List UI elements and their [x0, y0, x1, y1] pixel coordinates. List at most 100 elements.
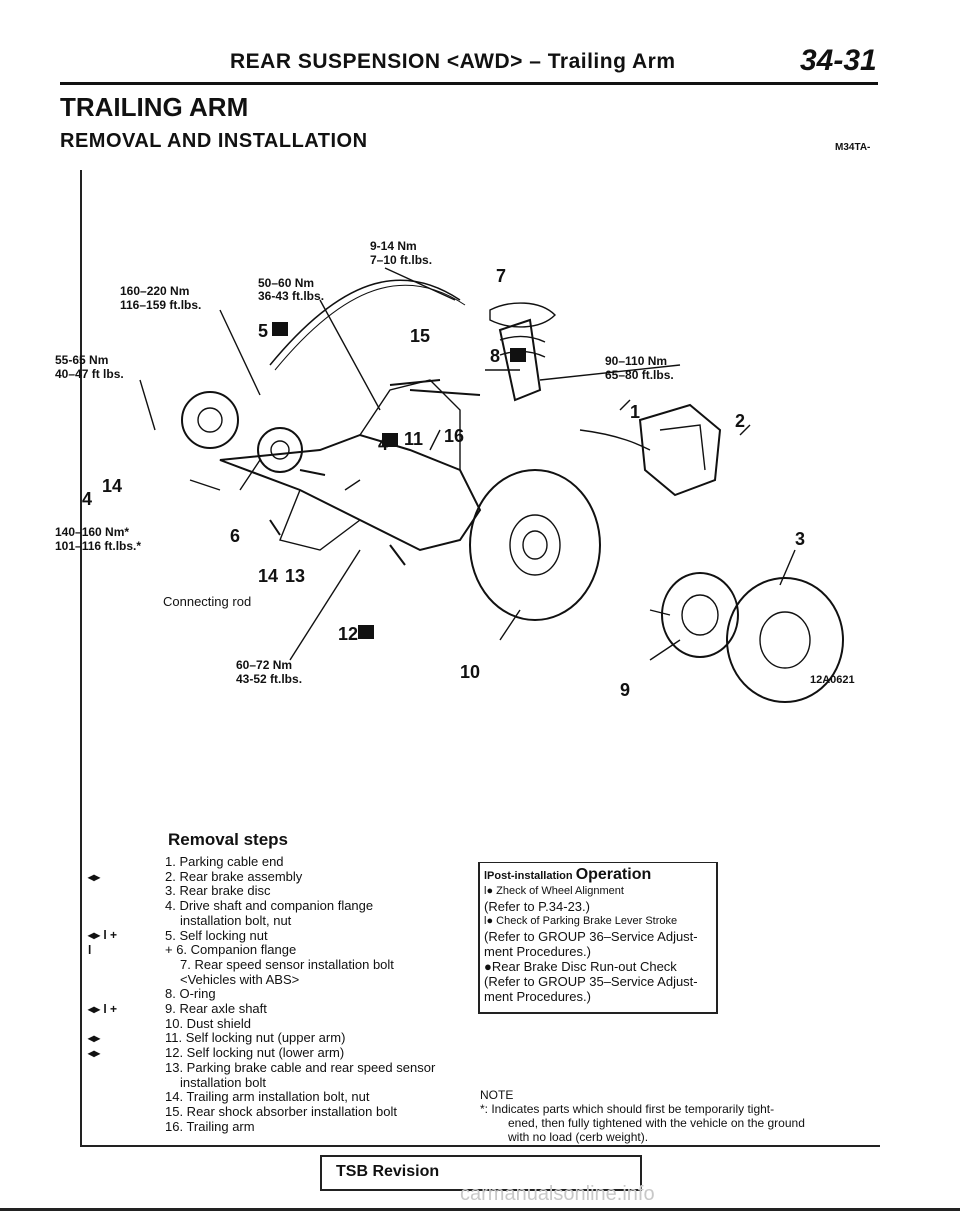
torque-label: 60–72 Nm: [236, 658, 292, 672]
header-rule: [60, 82, 878, 85]
n-marker-icon: [272, 322, 288, 336]
post-installation-title: lPost-installation Operation: [484, 867, 712, 884]
hub-shape: [661, 572, 739, 658]
callout-number: 8: [490, 346, 500, 366]
callout-number: 12: [338, 624, 358, 644]
post-installation-box: lPost-installation Operation l● Zheck of…: [478, 862, 718, 1014]
list-item: 3. Rear brake disc: [165, 883, 271, 899]
list-item: 14. Trailing arm installation bolt, nut: [165, 1089, 370, 1105]
n-marker-icon: [382, 433, 398, 447]
list-item: 8. O-ring: [165, 986, 216, 1002]
list-item: + 6. Companion flange: [165, 942, 297, 958]
torque-label: 90–110 Nm: [605, 354, 667, 368]
torque-label: 55-65 Nm: [55, 353, 108, 367]
callout-number: 3: [795, 529, 805, 549]
torque-label: 116–159 ft.lbs.: [120, 298, 201, 312]
callout-number: 9: [620, 680, 630, 700]
dust-shield-shape: [469, 469, 601, 621]
section-title: TRAILING ARM: [60, 92, 249, 122]
brake-caliper-shape: [638, 403, 722, 497]
note-line: ened, then fully tightened with the vehi…: [508, 1116, 805, 1130]
callout-number: 7: [496, 266, 506, 286]
left-border-line: [80, 170, 82, 1145]
callout-number: 5: [258, 321, 268, 341]
list-item: 4. Drive shaft and companion flange: [165, 898, 374, 914]
torque-label: 36-43 ft.lbs.: [258, 289, 324, 303]
step-mark: [88, 973, 163, 988]
step-mark: [88, 987, 163, 1002]
step-mark: ◂▸: [88, 869, 101, 884]
list-item: (Refer to GROUP 35–Service Adjust-: [484, 974, 698, 989]
list-item: 10. Dust shield: [165, 1015, 251, 1031]
torque-label: 40–47 ft lbs.: [55, 367, 124, 381]
list-item: 15. Rear shock absorber installation bol…: [165, 1103, 397, 1119]
n-marker-icon: [358, 625, 374, 639]
post-installation-prefix: lPost-installation: [484, 870, 573, 882]
section-code: M34TA-: [835, 142, 871, 153]
list-item: ment Procedures.): [484, 944, 591, 959]
torque-label: 9-14 Nm: [370, 239, 417, 253]
callout-number: 11: [404, 429, 423, 449]
note-block: NOTE *: Indicates parts which should fir…: [480, 1088, 880, 1144]
list-item: 16. Trailing arm: [165, 1118, 255, 1134]
callout-number: 14: [258, 566, 278, 586]
bottom-border-line: [80, 1145, 880, 1147]
torque-label: 7–10 ft.lbs.: [370, 253, 432, 267]
trailing-arm-shape: [219, 433, 482, 552]
torque-label: 50–60 Nm: [258, 276, 314, 290]
torque-label: 140–160 Nm*: [55, 525, 129, 539]
list-item: 2. Rear brake assembly: [165, 868, 303, 884]
callout-number: 1: [630, 402, 640, 422]
callout-number: 2: [735, 411, 745, 431]
callout-number: 6: [230, 526, 240, 546]
step-mark: [88, 855, 163, 870]
callout-number: 16: [444, 426, 464, 446]
list-item: <Vehicles with ABS>: [180, 971, 300, 987]
step-mark: ◂▸ l +: [88, 1001, 118, 1016]
step-mark: [88, 914, 163, 929]
step-mark: [88, 899, 163, 914]
removal-steps-title: Removal steps: [168, 830, 288, 849]
sub-title: REMOVAL AND INSTALLATION: [60, 130, 368, 152]
step-mark: ◂▸: [88, 1045, 101, 1060]
callout-number: 13: [285, 566, 305, 586]
list-item: l● Zheck of Wheel Alignment: [484, 885, 624, 897]
callout-number: 10: [460, 662, 480, 682]
torque-label: 101–116 ft.lbs.*: [55, 539, 141, 553]
list-item: ment Procedures.): [484, 989, 591, 1004]
list-item: installation bolt: [180, 1074, 266, 1090]
bushing-shape: [181, 391, 239, 449]
step-mark: [88, 1017, 163, 1032]
connecting-rod-label: Connecting rod: [163, 594, 251, 609]
step-mark: [88, 958, 163, 973]
list-item: (Refer to P.34-23.): [484, 899, 590, 914]
removal-steps-list: 1. Parking cable end 2. Rear brake assem…: [165, 854, 465, 1134]
bottom-rule: [0, 1208, 960, 1211]
exploded-view-diagram: 9-14 Nm 7–10 ft.lbs. 50–60 Nm 36-43 ft.l…: [55, 239, 855, 703]
list-item: 5. Self locking nut: [165, 927, 268, 943]
n-marker-icon: [510, 348, 526, 362]
watermark: carmanualsonline.info: [460, 1183, 655, 1205]
callout-number: 14: [102, 476, 122, 496]
note-title: NOTE: [480, 1088, 514, 1102]
list-item: 9. Rear axle shaft: [165, 1001, 267, 1017]
callout-number: 15: [410, 326, 430, 346]
brake-disc-shape: [726, 577, 844, 703]
list-item: 1. Parking cable end: [165, 854, 284, 869]
list-item: 12. Self locking nut (lower arm): [165, 1045, 345, 1061]
torque-label: 65–80 ft.lbs.: [605, 368, 674, 382]
step-mark: l: [88, 943, 92, 958]
tsb-revision-box: TSB Revision: [320, 1155, 642, 1191]
note-line: with no load (cerb weight).: [508, 1130, 649, 1144]
callout-number: 4: [82, 489, 92, 509]
list-item: 7. Rear speed sensor installation bolt: [180, 956, 394, 972]
step-mark: [88, 884, 163, 899]
list-item: (Refer to GROUP 36–Service Adjust-: [484, 929, 698, 944]
header-title: REAR SUSPENSION <AWD> – Trailing Arm: [230, 50, 676, 73]
torque-label: 43-52 ft.lbs.: [236, 672, 302, 686]
shock-absorber-shape: [498, 318, 542, 402]
figure-id: 12A0621: [810, 674, 855, 686]
step-marks: ◂▸ ◂▸ l + l ◂▸ l + ◂▸ ◂▸: [88, 855, 163, 1061]
step-mark: ◂▸: [88, 1031, 101, 1046]
list-item: 13. Parking brake cable and rear speed s…: [165, 1059, 436, 1075]
